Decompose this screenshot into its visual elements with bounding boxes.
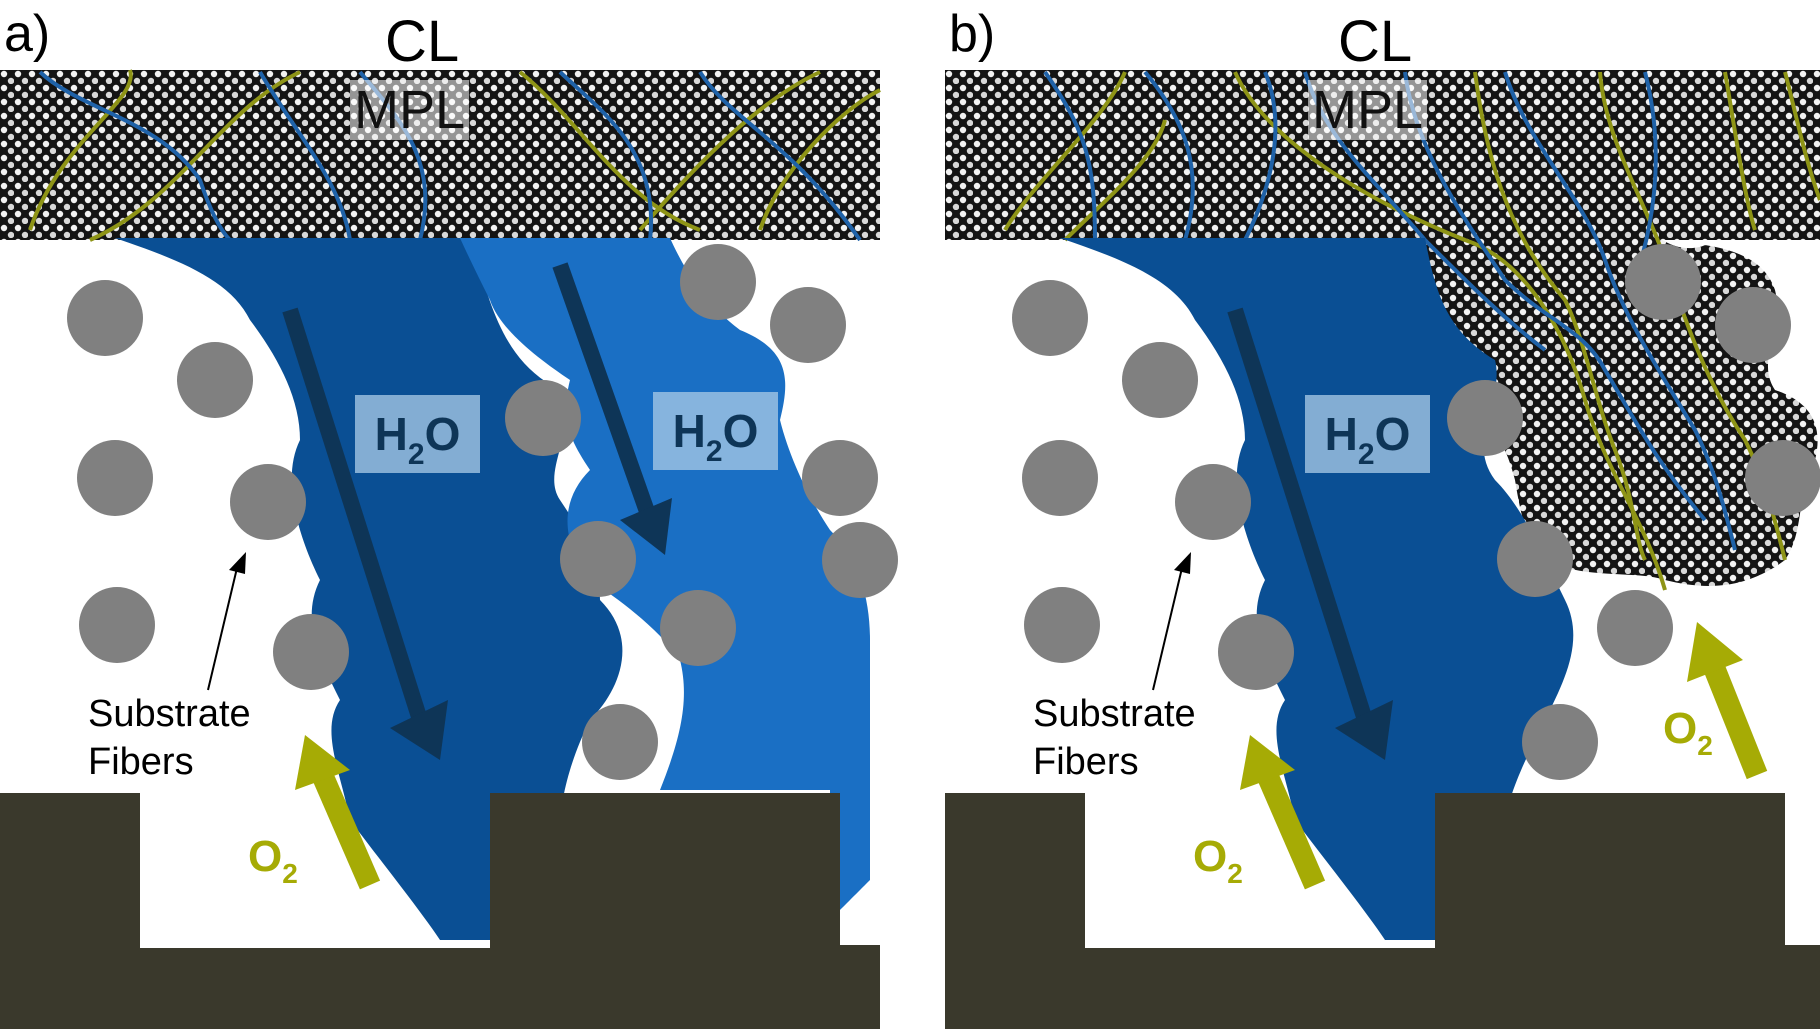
fiber (77, 440, 153, 516)
oxygen-label: O2 (1193, 832, 1243, 889)
water-region-1 (115, 238, 623, 940)
mpl-intrusion (1400, 238, 1818, 586)
fiber (680, 244, 756, 320)
fiber (1745, 440, 1820, 516)
fiber-pointer (1152, 567, 1183, 691)
mpl-label: MPL (350, 80, 470, 140)
fiber-pointer (207, 567, 238, 691)
fiber (1175, 464, 1251, 540)
fiber (67, 280, 143, 356)
fiber (660, 590, 736, 666)
fiber (560, 521, 636, 597)
fiber (1497, 521, 1573, 597)
oxygen-arrow (295, 735, 381, 890)
water-flow-arrows (282, 262, 672, 760)
mpl-label: MPL (1308, 80, 1428, 140)
substrate-fibers (67, 244, 898, 780)
fiber (1715, 287, 1791, 363)
fiber (1218, 614, 1294, 690)
fiber (1012, 280, 1088, 356)
fiber (1597, 590, 1673, 666)
fiber (770, 287, 846, 363)
fiber (505, 380, 581, 456)
water-label: H2O (653, 392, 778, 470)
fiber (1447, 380, 1523, 456)
water-label: H2O (355, 395, 480, 473)
water-flow-arrows (1227, 307, 1393, 760)
fiber (1122, 342, 1198, 418)
panel-a-drawing (0, 69, 898, 1029)
fiber (582, 704, 658, 780)
fiber (79, 587, 155, 663)
cl-label: CL (385, 9, 460, 74)
panel-b-drawing (945, 70, 1820, 1029)
oxygen-label: O2 (248, 832, 298, 889)
oxygen-label: O2 (1663, 704, 1713, 761)
panel-label: b) (949, 5, 996, 63)
fiber (1625, 244, 1701, 320)
rib (945, 793, 1820, 1029)
fiber (802, 440, 878, 516)
fiber (230, 464, 306, 540)
substrate-fibers (1012, 244, 1820, 780)
fiber (1022, 440, 1098, 516)
panel-label: a) (4, 5, 51, 63)
rib (0, 793, 880, 1029)
water-label: H2O (1305, 395, 1430, 473)
fiber (1522, 704, 1598, 780)
cl-label: CL (1338, 9, 1413, 74)
oxygen-arrows (1240, 622, 1768, 890)
fiber (177, 342, 253, 418)
fiber (1024, 587, 1100, 663)
fiber (822, 522, 898, 598)
fiber (273, 614, 349, 690)
